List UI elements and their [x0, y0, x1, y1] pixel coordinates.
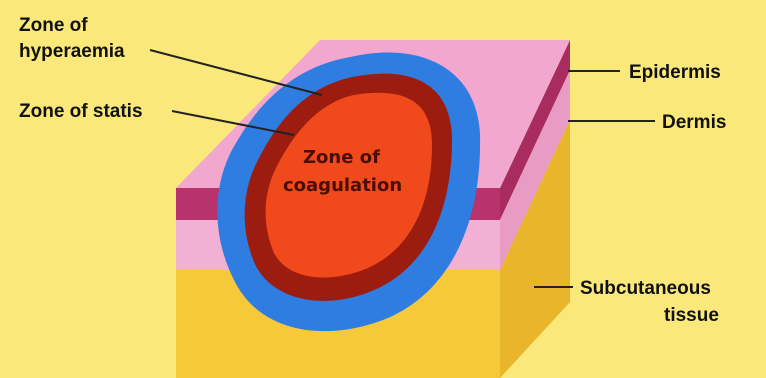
label-epidermis: Epidermis	[629, 62, 721, 83]
label-dermis: Dermis	[662, 112, 726, 133]
label-zone-coagulation-line2: coagulation	[283, 175, 402, 196]
label-zone-hyperaemia-line1: Zone of	[19, 15, 88, 36]
label-zone-stasis: Zone of statis	[19, 101, 143, 122]
label-zone-coagulation-line1: Zone of	[303, 147, 380, 168]
label-subcutaneous-line1: Subcutaneous	[580, 278, 711, 299]
label-zone-hyperaemia-line2: hyperaemia	[19, 41, 125, 62]
label-subcutaneous-line2: tissue	[664, 305, 719, 326]
